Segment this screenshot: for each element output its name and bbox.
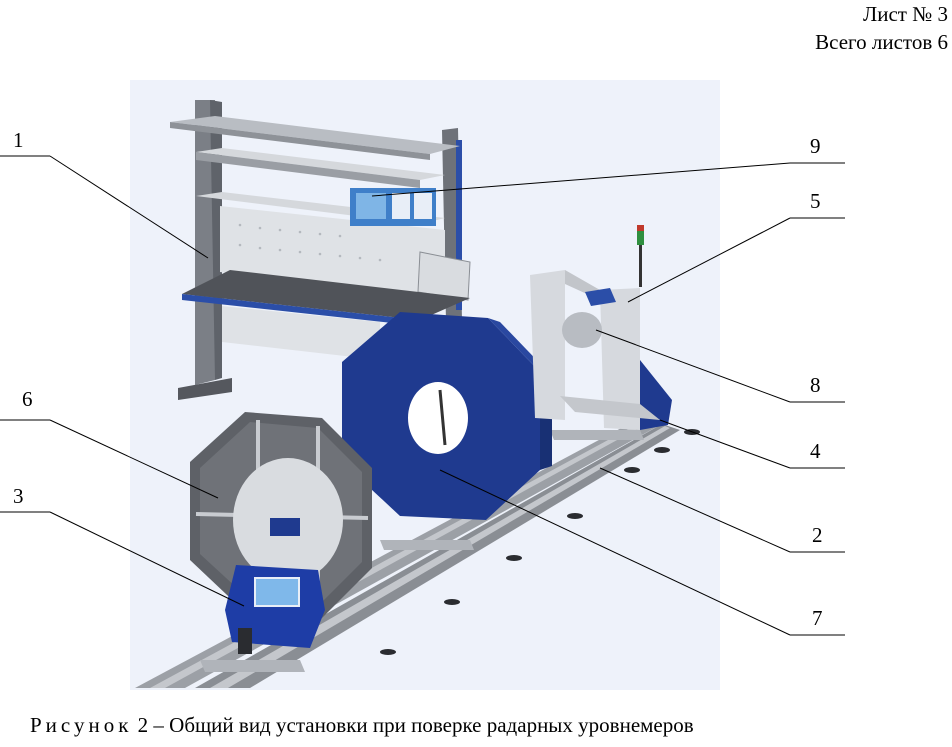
sheet-header: Лист № 3 Всего листов 6 xyxy=(815,0,948,56)
figure-caption: Рисунок 2 – Общий вид установки при пове… xyxy=(30,712,694,738)
callout-6: 6 xyxy=(22,387,33,411)
workbench xyxy=(170,100,471,400)
reflector-sphere xyxy=(562,312,602,348)
callout-1: 1 xyxy=(13,128,24,152)
callout-5: 5 xyxy=(810,189,821,213)
target-holder xyxy=(530,225,672,430)
leader-lines xyxy=(0,155,845,636)
sheet-number: Лист № 3 xyxy=(862,2,948,26)
callout-2: 2 xyxy=(812,523,823,547)
callout-4: 4 xyxy=(810,439,821,463)
callout-9: 9 xyxy=(810,134,821,158)
callout-3: 3 xyxy=(13,484,24,508)
caption-text: 2 – Общий вид установки при поверке рада… xyxy=(132,713,694,737)
sheet-total: Всего листов 6 xyxy=(815,30,948,54)
callout-7: 7 xyxy=(812,606,823,630)
caption-prefix: Рисунок xyxy=(30,713,133,737)
callout-8: 8 xyxy=(810,373,821,397)
radar-gauge-housing xyxy=(225,565,325,654)
gauge-frame xyxy=(190,412,372,618)
